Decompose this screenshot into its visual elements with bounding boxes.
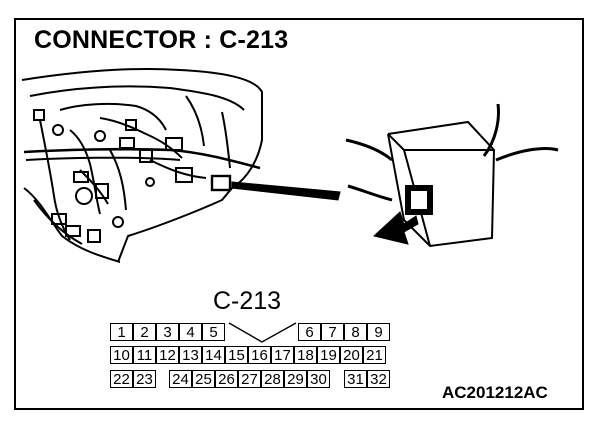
connector-pin: 11 (133, 346, 156, 364)
connector-pin: 27 (238, 370, 261, 388)
connector-pin: 14 (202, 346, 225, 364)
connector-pin: 8 (344, 323, 367, 341)
connector-arrow (372, 211, 419, 245)
relay-box-illustration (345, 103, 559, 248)
figure-frame (14, 18, 584, 410)
connector-pin: 31 (344, 370, 367, 388)
connector-pin: 23 (133, 370, 156, 388)
pointer-arrow (231, 181, 341, 201)
connector-pin: 28 (261, 370, 284, 388)
connector-pin: 5 (202, 323, 225, 341)
connector-pin: 15 (225, 346, 248, 364)
connector-pin: 17 (271, 346, 294, 364)
connector-pin: 25 (192, 370, 215, 388)
connector-pin: 12 (156, 346, 179, 364)
connector-pin: 19 (317, 346, 340, 364)
connector-pin: 29 (284, 370, 307, 388)
part-code: AC201212AC (442, 383, 548, 402)
connector-pin: 20 (340, 346, 363, 364)
connector-pin: 32 (367, 370, 390, 388)
connector-pin: 3 (156, 323, 179, 341)
connector-code-label: C-213 (213, 287, 282, 315)
connector-pin: 18 (294, 346, 317, 364)
connector-pin: 6 (298, 323, 321, 341)
connector-pin: 4 (179, 323, 202, 341)
connector-pin: 10 (110, 346, 133, 364)
connector-pin: 9 (367, 323, 390, 341)
connector-pin: 16 (248, 346, 271, 364)
connector-pin: 26 (215, 370, 238, 388)
connector-pin: 13 (179, 346, 202, 364)
figure-title: CONNECTOR : C-213 (34, 26, 289, 54)
connector-pin: 21 (363, 346, 386, 364)
connector-pin: 22 (110, 370, 133, 388)
connector-pin: 2 (133, 323, 156, 341)
connector-pin: 7 (321, 323, 344, 341)
connector-pin: 24 (169, 370, 192, 388)
dashboard-harness-illustration (21, 67, 263, 263)
connector-pin: 1 (110, 323, 133, 341)
connector-pin: 30 (307, 370, 330, 388)
